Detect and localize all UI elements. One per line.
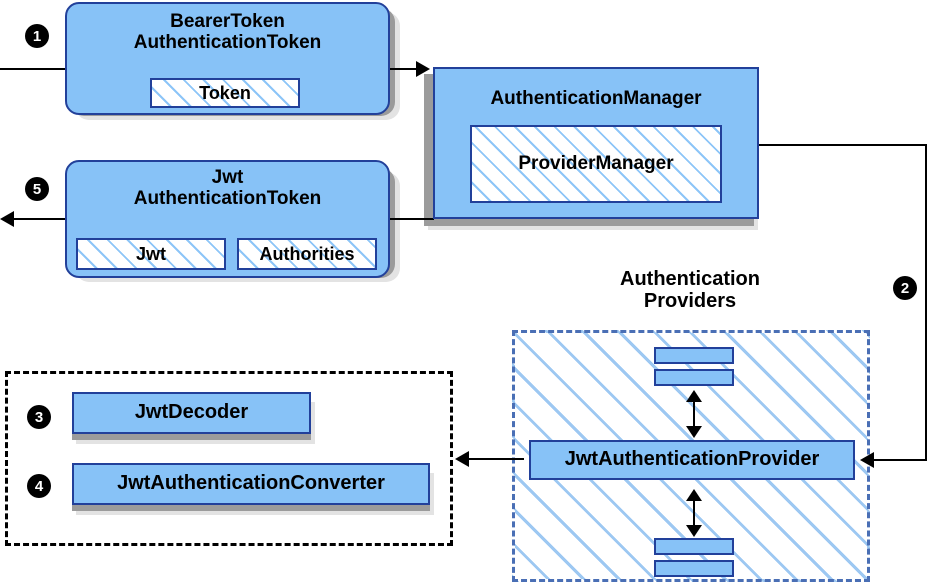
connector-manager-to-jwt-token bbox=[390, 218, 434, 220]
connector-request-in bbox=[0, 68, 68, 70]
jwt-token-line1: Jwt bbox=[211, 167, 244, 188]
arrow-provider-to-components-icon bbox=[455, 451, 469, 467]
providers-region-title: Authentication Providers bbox=[560, 268, 820, 313]
connector-provider-top bbox=[693, 396, 695, 430]
connector-provider-bottom bbox=[693, 495, 695, 529]
panel-token: Token bbox=[150, 78, 300, 108]
arrow-provider-bottom-up-icon bbox=[686, 489, 702, 501]
connector-step2-top bbox=[759, 144, 927, 146]
arrow-provider-top-up-icon bbox=[686, 390, 702, 402]
bearer-token-line1: BearerToken bbox=[170, 11, 285, 32]
step-marker-2: 2 bbox=[893, 276, 917, 300]
step-marker-4: 4 bbox=[27, 474, 51, 498]
arrow-response-out-icon bbox=[0, 211, 14, 227]
auth-manager-title: AuthenticationManager bbox=[490, 88, 702, 109]
providers-title-line1: Authentication bbox=[620, 268, 760, 290]
panel-authorities: Authorities bbox=[237, 238, 377, 270]
arrow-provider-bottom-down-icon bbox=[686, 525, 702, 537]
connector-response-out bbox=[14, 218, 68, 220]
connector-bearer-to-manager bbox=[390, 68, 422, 70]
provider-stub-bottom-bar-1 bbox=[654, 538, 734, 555]
connector-provider-to-components bbox=[466, 458, 524, 460]
providers-title-line2: Providers bbox=[643, 290, 737, 313]
connector-step2-right bbox=[925, 144, 927, 460]
provider-stub-top-bar-1 bbox=[654, 347, 734, 364]
step-marker-5: 5 bbox=[25, 177, 49, 201]
node-jwt-authentication-converter[interactable]: JwtAuthenticationConverter bbox=[72, 463, 430, 505]
arrow-bearer-to-manager-icon bbox=[416, 61, 430, 77]
bearer-token-line2: AuthenticationToken bbox=[133, 31, 322, 53]
node-jwt-decoder[interactable]: JwtDecoder bbox=[72, 392, 311, 434]
panel-jwt: Jwt bbox=[76, 238, 226, 270]
panel-provider-manager: ProviderManager bbox=[470, 125, 722, 203]
step-marker-1: 1 bbox=[25, 24, 49, 48]
arrow-step2-into-provider-icon bbox=[860, 452, 874, 468]
step-marker-3: 3 bbox=[27, 405, 51, 429]
node-jwt-authentication-provider[interactable]: JwtAuthenticationProvider bbox=[529, 440, 855, 480]
jwt-components-region bbox=[5, 371, 453, 546]
connector-step2-bottom bbox=[872, 459, 927, 461]
provider-stub-bottom-bar-2 bbox=[654, 560, 734, 577]
provider-stub-top-bar-2 bbox=[654, 369, 734, 386]
arrow-provider-top-down-icon bbox=[686, 426, 702, 438]
jwt-token-line2: AuthenticationToken bbox=[133, 187, 322, 209]
